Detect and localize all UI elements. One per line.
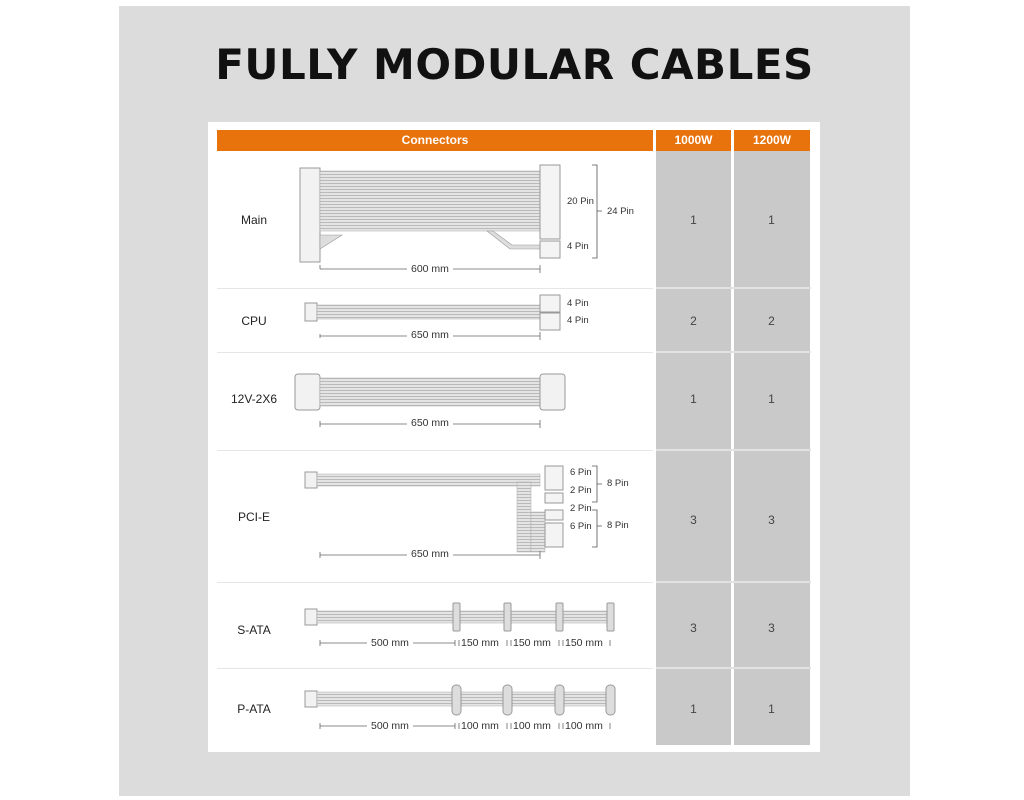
pin-label: 4 Pin [567,241,589,252]
count-1200w: 2 [768,314,775,328]
length-label: 650 mm [407,548,453,560]
pin-label: 4 Pin [567,315,589,326]
segment-label: 100 mm [565,720,603,732]
count-1200w: 1 [768,392,775,406]
pin-label: 2 Pin [570,503,592,514]
row-pci-e: PCI-E 6 Pin 2 Pin 2 Pin 6 Pin 8 Pin 8 Pi… [217,450,653,583]
column-1000w [656,151,731,745]
count-1200w: 3 [768,621,775,635]
length-label: 650 mm [407,417,453,429]
pcie-cable-diagram [304,465,602,559]
length-label: 500 mm [367,720,413,732]
segment-label: 150 mm [513,637,551,649]
connector-name: 12V-2X6 [230,392,278,406]
connector-name: CPU [241,314,267,328]
length-label: 650 mm [407,329,453,341]
sata-cable-diagram [304,602,615,646]
row-s-ata: S-ATA 500 mm 150 mm 150 mm 150 mm [217,582,653,669]
row-main: Main 20 Pin 4 Pin 24 Pin 600 mm [217,151,653,289]
count-1000w: 1 [690,392,697,406]
pin-label: 8 Pin [607,478,629,489]
count-1000w: 3 [690,513,697,527]
connector-name: P-ATA [237,702,271,716]
count-1200w: 1 [768,702,775,716]
pin-label: 6 Pin [570,467,592,478]
pin-label: 24 Pin [607,206,634,217]
pin-label: 8 Pin [607,520,629,531]
header-1000w: 1000W [656,130,731,151]
column-1200w [734,151,810,745]
count-1000w: 2 [690,314,697,328]
row-cpu: CPU 4 Pin 4 Pin 650 mm [217,288,653,353]
header-connectors: Connectors [217,130,653,151]
pata-cable-diagram [304,684,616,729]
row-p-ata: P-ATA 500 mm 100 mm 100 mm 100 mm [217,668,653,745]
length-label: 600 mm [407,263,453,275]
header-1200w: 1200W [734,130,810,151]
connector-name: Main [240,213,267,227]
length-label: 500 mm [367,637,413,649]
main-cable-diagram [299,164,602,273]
cpu-cable-diagram [304,294,561,340]
pin-label: 6 Pin [570,521,592,532]
page-title: FULLY MODULAR CABLES [215,40,814,89]
pin-label: 20 Pin [567,196,594,207]
cable-table: Connectors 1000W 1200W Main 20 Pin 4 Pin… [208,122,820,752]
count-1000w: 3 [690,621,697,635]
count-1200w: 1 [768,213,775,227]
connector-name: S-ATA [237,623,271,637]
segment-label: 100 mm [513,720,551,732]
count-1000w: 1 [690,213,697,227]
pin-label: 2 Pin [570,485,592,496]
row-12v-2x6: 12V-2X6 650 mm [217,352,653,451]
count-1000w: 1 [690,702,697,716]
12v-cable-diagram [294,373,566,428]
segment-label: 150 mm [461,637,499,649]
count-1200w: 3 [768,513,775,527]
segment-label: 150 mm [565,637,603,649]
segment-label: 100 mm [461,720,499,732]
connector-name: PCI-E [237,510,270,524]
pin-label: 4 Pin [567,298,589,309]
